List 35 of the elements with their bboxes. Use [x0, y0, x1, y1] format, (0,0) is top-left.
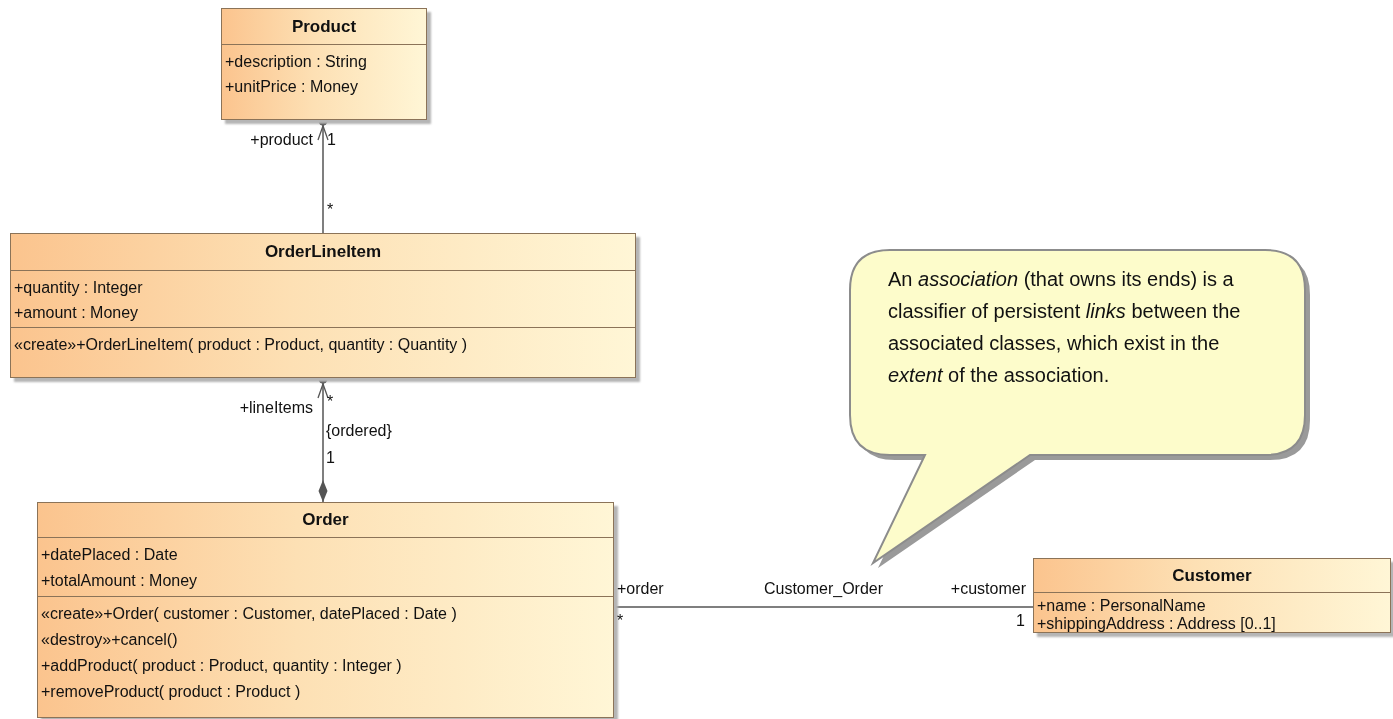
- multiplicity: 1: [327, 131, 336, 149]
- class-name: OrderLineItem: [264, 242, 382, 262]
- association-line: [613, 606, 1034, 608]
- multiplicity: 1: [1016, 612, 1025, 630]
- attribute-text: +amount : Money: [14, 303, 139, 323]
- class-box: [1033, 558, 1391, 633]
- multiplicity: *: [327, 201, 334, 219]
- constraint-label: {ordered}: [326, 422, 392, 440]
- operation-text: «create»+Order( customer : Customer, datePlaced : Date ): [41, 604, 457, 624]
- operation-text: +removeProduct( product : Product ): [41, 682, 301, 702]
- role-name: +lineItems: [239, 399, 313, 417]
- multiplicity: *: [617, 612, 624, 630]
- multiplicity: *: [327, 393, 334, 411]
- association-name: Customer_Order: [761, 580, 886, 598]
- attribute-text: +datePlaced : Date: [41, 545, 178, 565]
- operation-text: «destroy»+cancel(): [41, 630, 178, 650]
- operation-text: +addProduct( product : Product, quantity : Integer ): [41, 656, 402, 676]
- class-name: Customer: [1172, 565, 1252, 586]
- role-name: +order: [617, 580, 664, 598]
- note-text: An association (that owns its ends) is a classifier of persistent links between the associated classes, which exist in the extent of the association.: [888, 267, 1242, 388]
- attribute-text: +shippingAddress : Address [0..1]: [1037, 615, 1276, 633]
- role-name: +customer: [950, 580, 1026, 598]
- attribute-text: +totalAmount : Money: [41, 571, 198, 591]
- class-name: Order: [302, 510, 349, 530]
- attribute-text: +description : String: [225, 52, 367, 72]
- class-name: Product: [291, 16, 357, 37]
- operation-text: «create»+OrderLineItem( product : Product, quantity : Quantity ): [14, 335, 468, 355]
- attribute-text: +quantity : Integer: [14, 278, 143, 298]
- class-box: [10, 233, 636, 378]
- attribute-text: +name : PersonalName: [1037, 597, 1206, 615]
- class-box: [37, 502, 614, 718]
- attribute-text: +unitPrice : Money: [225, 77, 358, 97]
- class-box: [221, 8, 427, 120]
- role-name: +product: [250, 131, 313, 149]
- multiplicity: 1: [326, 449, 335, 467]
